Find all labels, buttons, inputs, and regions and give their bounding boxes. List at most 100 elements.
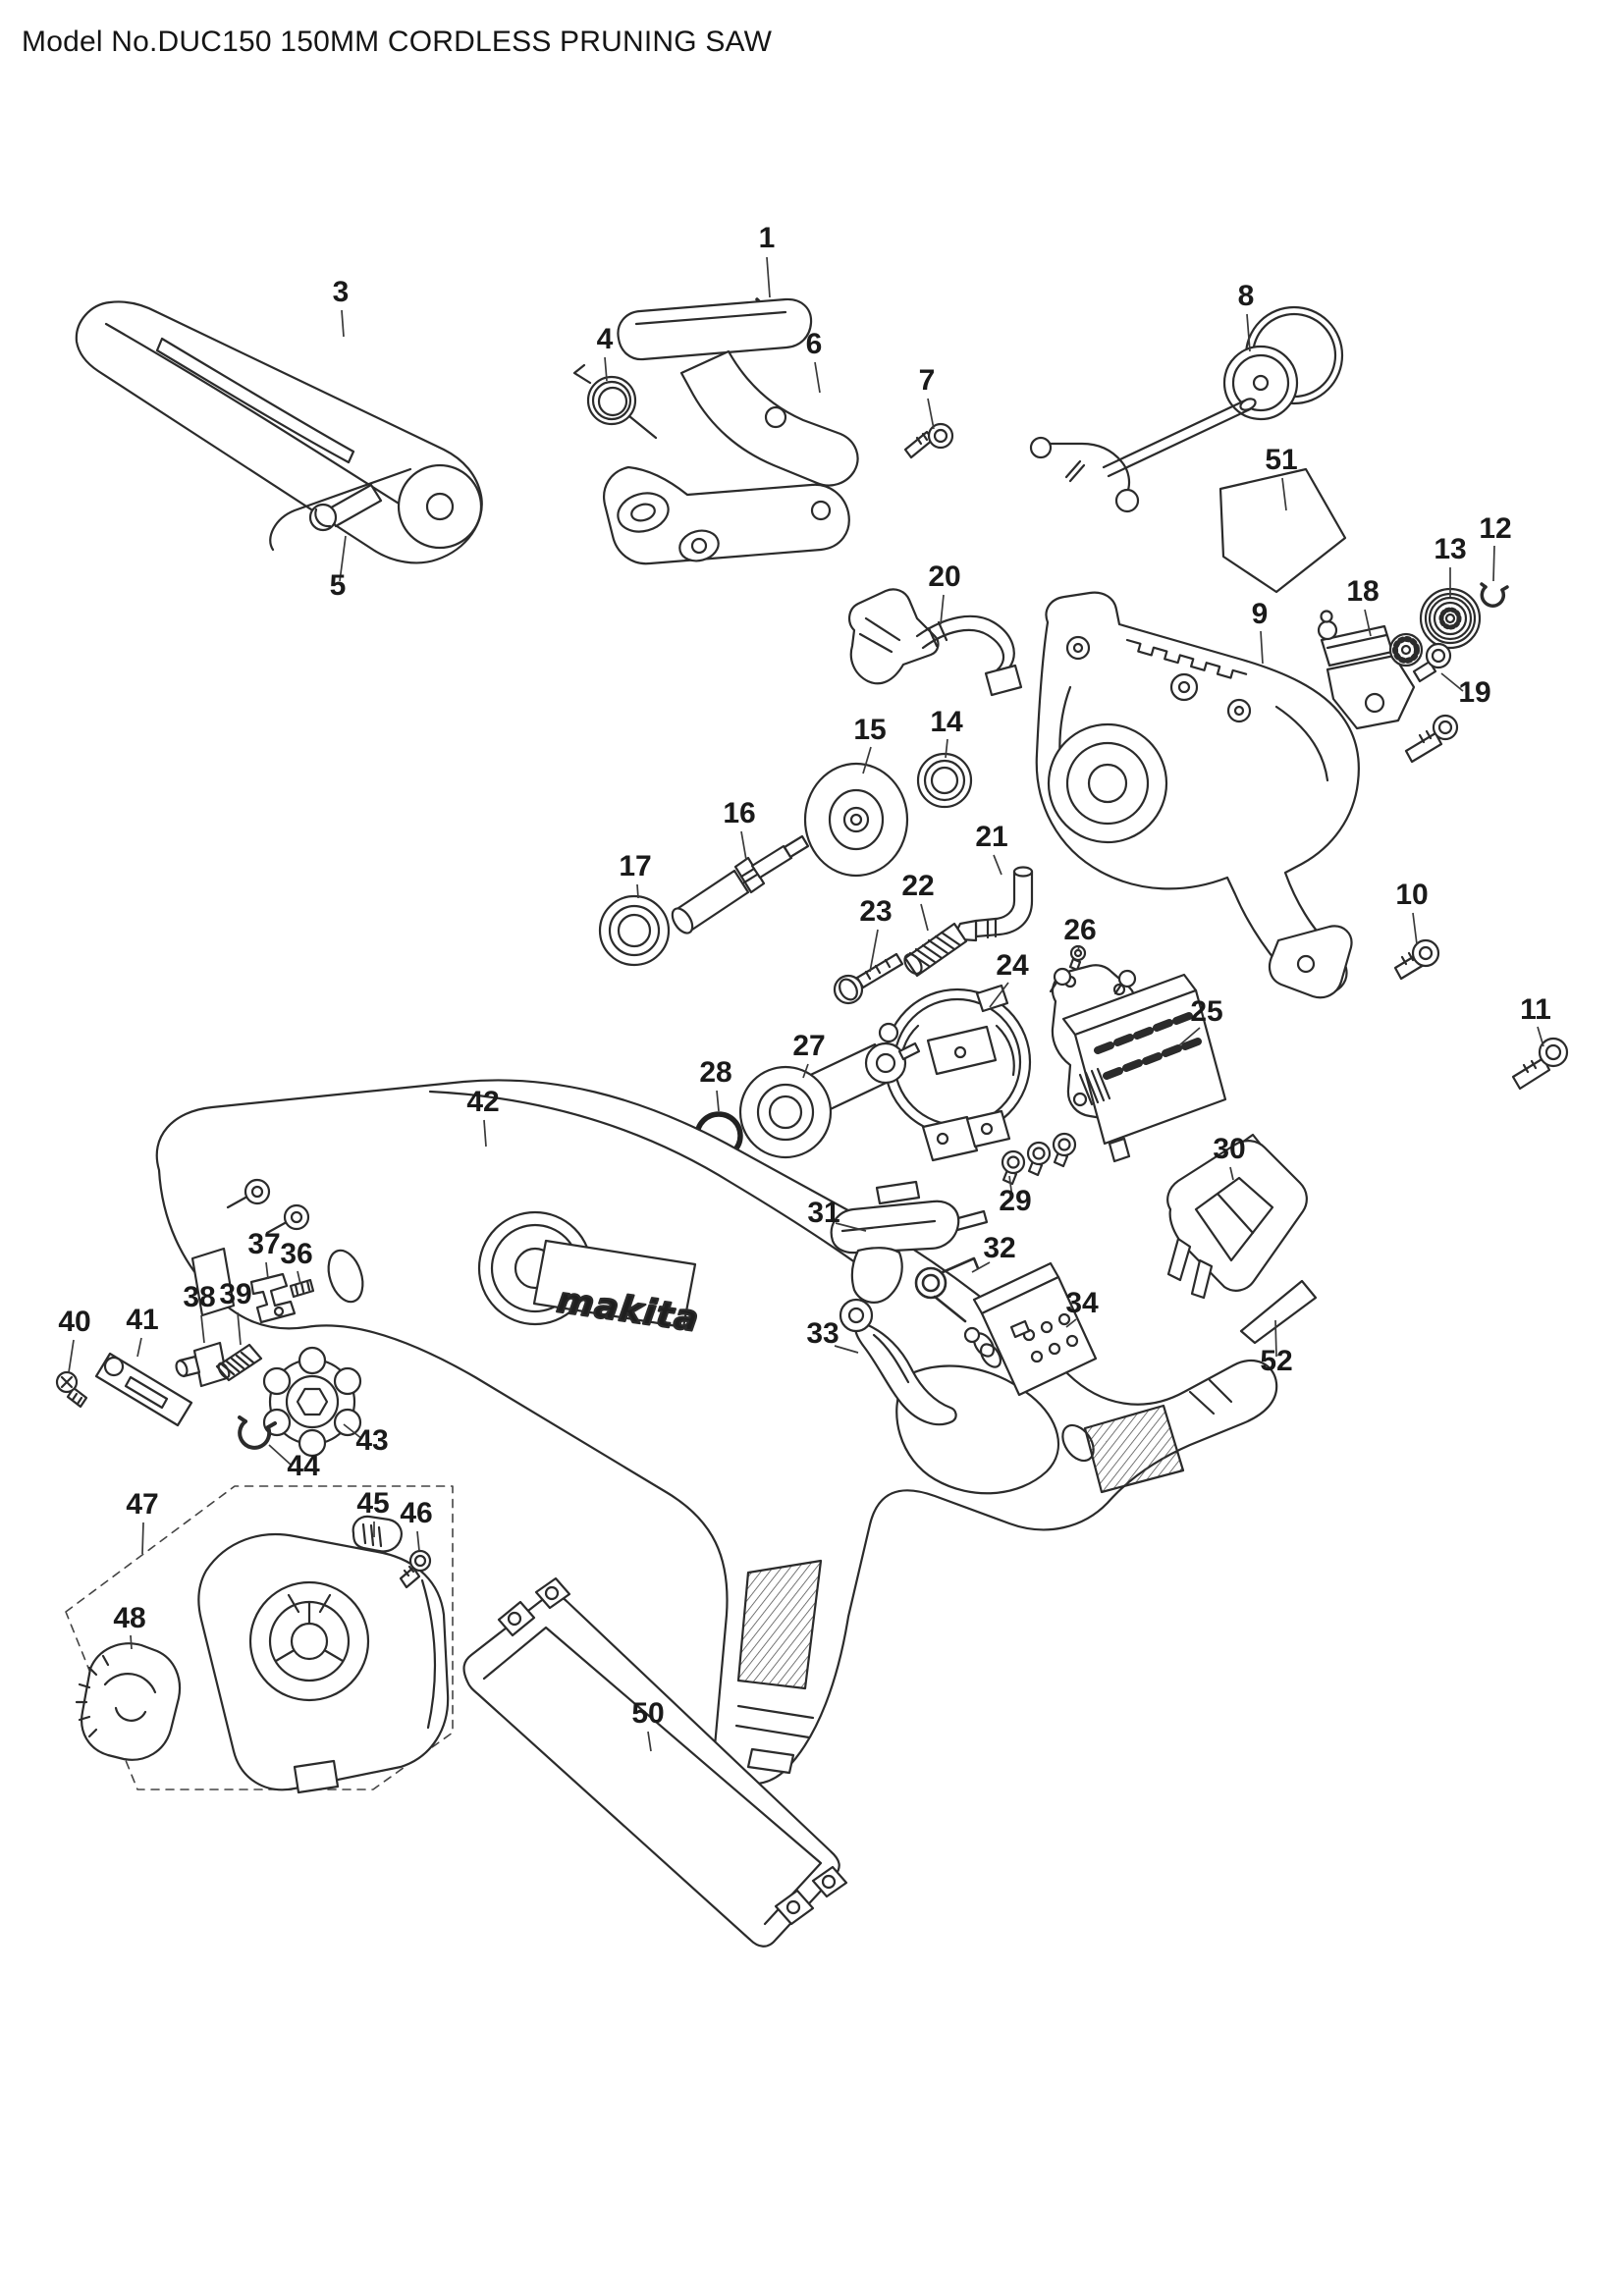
callout-number-24: 24 xyxy=(996,949,1029,982)
leader-line-4 xyxy=(604,356,608,382)
part-27-armature xyxy=(738,1041,921,1159)
callout-number-14: 14 xyxy=(930,706,963,738)
callout-number-37: 37 xyxy=(247,1228,280,1260)
leader-line-6 xyxy=(814,361,821,394)
callout-number-40: 40 xyxy=(58,1306,90,1338)
part-33-lever xyxy=(839,1298,957,1426)
leader-line-18 xyxy=(1364,609,1372,637)
callout-number-39: 39 xyxy=(219,1278,251,1310)
part-7-screw xyxy=(903,422,954,459)
leader-line-51 xyxy=(1281,477,1287,511)
callout-number-44: 44 xyxy=(287,1450,320,1482)
part-37-bracket xyxy=(249,1272,297,1324)
leader-line-11 xyxy=(1537,1026,1544,1047)
leader-line-38 xyxy=(200,1314,205,1344)
callout-number-17: 17 xyxy=(619,850,651,882)
leader-line-42 xyxy=(483,1119,487,1148)
callout-number-45: 45 xyxy=(356,1487,389,1520)
callout-number-23: 23 xyxy=(859,895,892,928)
leader-line-32 xyxy=(971,1261,991,1273)
part-12-clip xyxy=(1480,582,1509,608)
leader-line-8 xyxy=(1246,313,1251,352)
part-50-guard-plate xyxy=(462,1576,848,1948)
callout-number-21: 21 xyxy=(975,821,1007,853)
leader-line-25 xyxy=(1178,1027,1201,1046)
leader-line-52 xyxy=(1274,1319,1277,1358)
part-14-bearing xyxy=(916,752,973,809)
leader-line-17 xyxy=(636,883,639,899)
part-52-label xyxy=(1239,1279,1318,1345)
callout-number-43: 43 xyxy=(355,1424,388,1457)
leader-line-33 xyxy=(834,1345,859,1354)
part-32-spring xyxy=(914,1256,980,1323)
leader-line-41 xyxy=(136,1337,142,1358)
callout-number-42: 42 xyxy=(466,1086,499,1118)
part-13-pulley xyxy=(1419,587,1482,650)
part-48-dial xyxy=(75,1642,182,1761)
leader-line-44 xyxy=(268,1444,292,1466)
part-44-clip xyxy=(238,1415,277,1450)
callout-number-19: 19 xyxy=(1458,676,1490,709)
callout-number-41: 41 xyxy=(126,1304,158,1336)
part-5-pin xyxy=(308,483,383,532)
leader-line-50 xyxy=(647,1731,652,1752)
callout-number-16: 16 xyxy=(723,797,755,829)
callout-number-51: 51 xyxy=(1265,444,1297,476)
leader-line-28 xyxy=(716,1090,720,1112)
callout-number-47: 47 xyxy=(126,1488,158,1521)
leader-line-29 xyxy=(1008,1175,1013,1199)
part-3-guide-bar-cover xyxy=(75,300,483,564)
part-15-fan xyxy=(803,762,909,878)
part-47-cover-set xyxy=(65,1485,454,1794)
callout-number-30: 30 xyxy=(1213,1133,1245,1165)
callout-number-34: 34 xyxy=(1065,1287,1099,1319)
part-30-terminal xyxy=(1166,1133,1308,1300)
callout-number-38: 38 xyxy=(183,1281,215,1313)
callout-layer: 1345678910111213141516171819202122232425… xyxy=(58,222,1551,1752)
leader-line-15 xyxy=(862,746,872,774)
part-42-housing: makita xyxy=(155,1079,1278,1786)
leader-line-46 xyxy=(416,1530,420,1552)
leader-line-7 xyxy=(927,398,935,430)
leader-line-36 xyxy=(297,1270,301,1285)
leader-line-31 xyxy=(835,1222,867,1232)
callout-number-6: 6 xyxy=(806,328,823,360)
part-43-sprocket xyxy=(262,1346,362,1458)
callout-number-22: 22 xyxy=(901,870,934,902)
part-36-set-screw xyxy=(289,1278,315,1299)
part-10-screw xyxy=(1393,938,1440,981)
part-41-plate xyxy=(94,1352,193,1427)
part-39-spring xyxy=(215,1343,263,1382)
callout-number-48: 48 xyxy=(113,1602,145,1634)
leader-line-20 xyxy=(940,594,945,625)
leader-line-14 xyxy=(945,738,948,759)
leader-line-26 xyxy=(1077,945,1080,951)
leader-line-16 xyxy=(740,830,747,861)
callout-number-3: 3 xyxy=(333,276,350,308)
callout-number-11: 11 xyxy=(1520,993,1551,1026)
part-9-housing-right xyxy=(1035,591,1360,999)
callout-number-20: 20 xyxy=(928,561,960,593)
leader-line-24 xyxy=(989,982,1009,1008)
part-23-fitting xyxy=(833,952,904,1005)
callout-number-4: 4 xyxy=(597,323,614,355)
leader-line-19 xyxy=(1440,672,1464,692)
part-20-oil-tube xyxy=(848,588,1023,697)
part-22-spring xyxy=(903,922,968,978)
part-45-button xyxy=(352,1515,403,1553)
part-4-spring xyxy=(572,363,658,440)
callout-number-5: 5 xyxy=(330,569,347,602)
part-18-oil-pump xyxy=(1317,610,1424,730)
leader-line-10 xyxy=(1412,912,1418,945)
part-26-screw xyxy=(1068,944,1087,972)
callout-number-18: 18 xyxy=(1346,575,1379,608)
part-16-spindle xyxy=(671,834,810,934)
callout-number-52: 52 xyxy=(1260,1345,1292,1377)
leader-line-3 xyxy=(341,309,345,338)
part-46-screw xyxy=(399,1549,432,1589)
leader-line-34 xyxy=(1065,1318,1077,1328)
part-31-trigger xyxy=(830,1180,989,1304)
callout-number-7: 7 xyxy=(919,364,936,397)
